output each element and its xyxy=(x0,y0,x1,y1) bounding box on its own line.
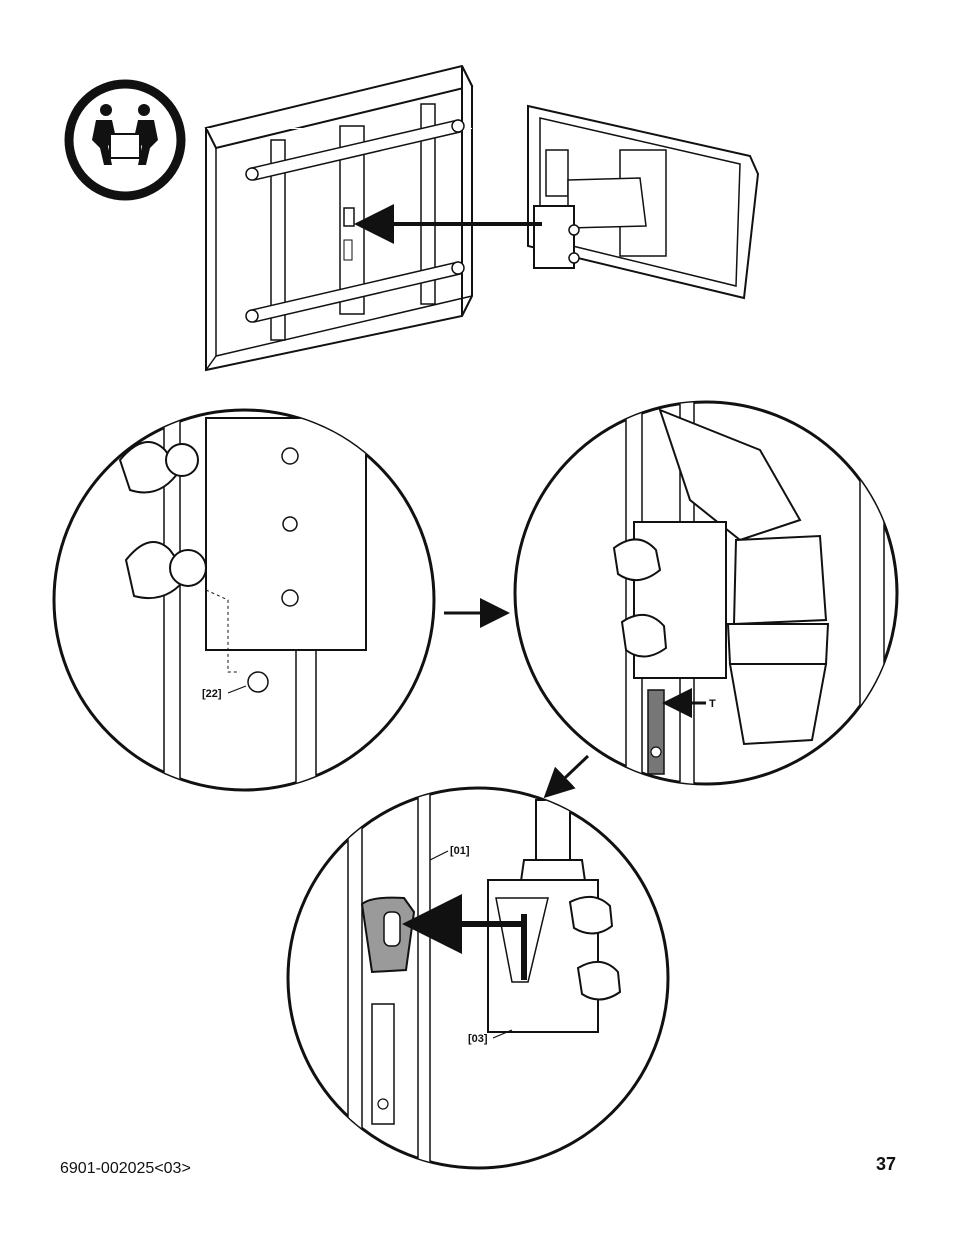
page-number: 37 xyxy=(876,1154,896,1175)
detail-circle-tab: T xyxy=(515,400,897,800)
two-person-lift-icon xyxy=(69,84,181,196)
detail-circle-screw: [22] xyxy=(54,400,434,800)
bracket-callout: [03] xyxy=(468,1033,488,1045)
tab-callout: T xyxy=(709,698,716,710)
part-number: 6901-002025<03> xyxy=(60,1160,191,1178)
detail-circle-hook: [01] [03] xyxy=(288,788,668,1170)
step-arrow-down xyxy=(548,756,588,794)
wall-arm-assembly xyxy=(528,106,758,298)
rail-callout: [01] xyxy=(450,845,470,857)
screw-callout: [22] xyxy=(202,688,222,700)
tv-back-panel xyxy=(206,66,472,370)
